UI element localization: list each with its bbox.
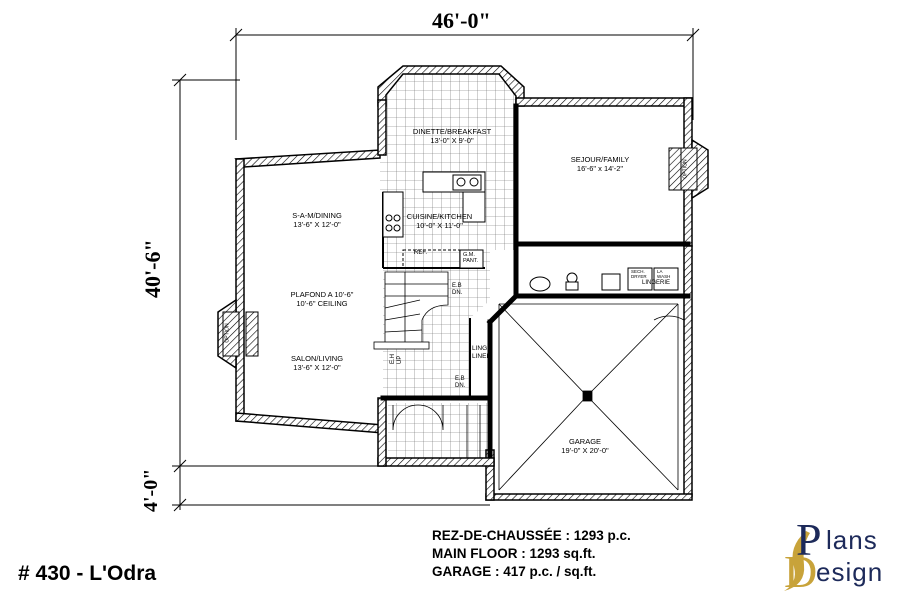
- garage-door-swing: [653, 315, 685, 321]
- logo-swoosh-icon: [784, 531, 810, 591]
- ceiling-en: 10'-6" CEILING: [296, 299, 348, 308]
- bathroom-fixtures: [529, 267, 679, 292]
- pantry-label: G.M. PANT.: [463, 252, 479, 264]
- dinette-size: 13'-0" X 9'-0": [430, 136, 474, 145]
- linen-label: LING LINEN: [472, 345, 492, 360]
- logo-esign: esign: [816, 557, 884, 587]
- dinette-label: DINETTE/BREAKFAST 13'-0" X 9'-0": [402, 127, 502, 145]
- sejour-label: SEJOUR/FAMILY 16'-6" x 14'-2": [545, 155, 655, 173]
- plan-title: # 430 - L'Odra: [18, 562, 157, 585]
- eb-dn-upper-label: E.B DN.: [452, 283, 463, 296]
- dimension-lines: [172, 28, 700, 512]
- lingerie-label: LINGERIE: [642, 280, 671, 286]
- dining-label: S-A-M/DINING 13'-6" X 12'-0": [262, 211, 372, 229]
- eb-dn-lower-label: E.B DN.: [455, 376, 466, 389]
- living-name: SALON/LIVING: [290, 354, 344, 363]
- floor-plan: [172, 28, 709, 512]
- option-right-label: OPTION: [682, 159, 689, 179]
- kitchen-fixtures: [382, 171, 486, 269]
- dinette-name: DINETTE/BREAKFAST: [412, 127, 492, 136]
- kitchen-label: CUISINE/KITCHEN 10'-0" X 11'-0": [392, 212, 487, 230]
- eh-up-label: E.H UP: [390, 353, 404, 365]
- depth-dimension: 40'-6": [140, 239, 165, 298]
- interior-walls: [380, 103, 691, 458]
- entrance-doors: [392, 404, 481, 458]
- dryer-label: SECH. DRYER: [631, 269, 647, 279]
- logo-d: D: [784, 546, 818, 597]
- area-info: REZ-DE-CHAUSSÉE : 1293 p.c. MAIN FLOOR :…: [432, 527, 631, 581]
- logo-lans: lans: [826, 525, 878, 555]
- living-label: SALON/LIVING 13'-6" X 12'-0": [262, 354, 372, 372]
- logo-p: P: [796, 514, 822, 565]
- staircase: [373, 271, 449, 350]
- garage-label: GARAGE 19'-0" X 20'-0": [535, 437, 635, 455]
- fireplace-options: [222, 147, 698, 357]
- garage-name: GARAGE: [568, 437, 602, 446]
- dining-size: 13'-6" X 12'-0": [293, 220, 341, 229]
- area-main-fr: REZ-DE-CHAUSSÉE : 1293 p.c.: [432, 528, 631, 543]
- sejour-name: SEJOUR/FAMILY: [570, 155, 630, 164]
- area-garage: GARAGE : 417 p.c. / sq.ft.: [432, 564, 597, 579]
- kitchen-size: 10'-0" X 11'-0": [416, 221, 463, 230]
- dining-name: S-A-M/DINING: [292, 211, 342, 220]
- refrigerator-label: REF.: [414, 250, 428, 256]
- sejour-size: 16'-6" x 14'-2": [576, 164, 624, 173]
- garage-size: 19'-0" X 20'-0": [561, 446, 609, 455]
- ceiling-fr: PLAFOND A 10'-6": [290, 290, 354, 299]
- living-size: 13'-6" X 12'-0": [293, 363, 341, 372]
- garage-hip-lines: [498, 303, 679, 491]
- kitchen-name: CUISINE/KITCHEN: [406, 212, 473, 221]
- area-main-en: MAIN FLOOR : 1293 sq.ft.: [432, 546, 596, 561]
- plans-design-logo: P lans D esign: [780, 514, 890, 597]
- garage-offset-dimension: 4'-0": [140, 468, 162, 512]
- option-left-label: OPTION: [224, 323, 231, 343]
- width-dimension: 46'-0": [432, 8, 491, 33]
- ceiling-label: PLAFOND A 10'-6" 10'-6" CEILING: [272, 290, 372, 308]
- washer-label: LA WASH: [657, 269, 671, 279]
